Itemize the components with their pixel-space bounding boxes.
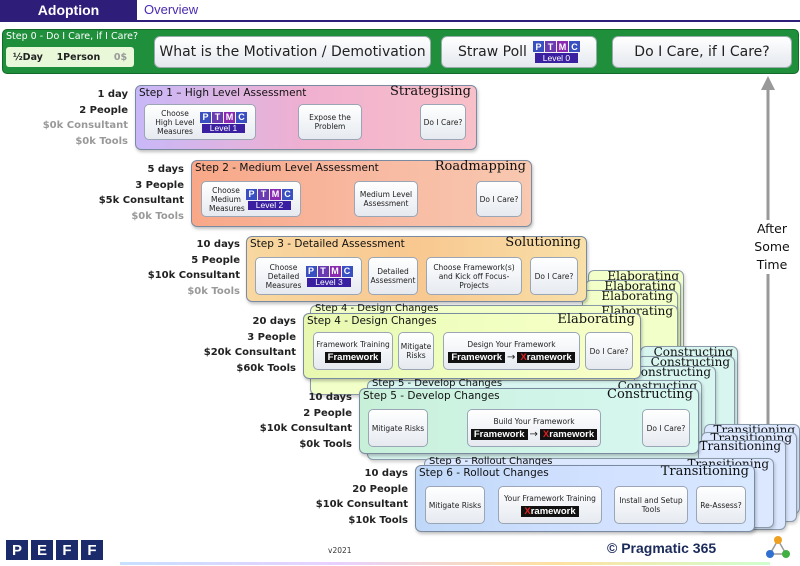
- step3-card: Step 3 - Detailed Assessment Solutioning…: [246, 235, 587, 302]
- step0-title: Step 0 - Do I Care, if I Care?: [6, 31, 139, 42]
- step4-risks-box: Mitigate Risks: [398, 332, 434, 370]
- step6-reassess-box: Re-Assess?: [696, 486, 746, 524]
- do-i-care-box: Do I Care, if I Care?: [612, 36, 792, 68]
- step0-people: 1Person: [56, 51, 101, 63]
- step0-duration: ½Day: [12, 51, 43, 63]
- step1-phase: Strategising: [389, 84, 471, 99]
- step1-expose-box: Expose the Problem: [298, 104, 362, 140]
- step4-training-box: Framework Training Framework: [313, 332, 393, 370]
- step3-detailed-box: Detailed Assessment: [368, 257, 418, 295]
- step2-care-box: Do I Care?: [476, 181, 522, 217]
- motivation-box: What is the Motivation / Demotivation: [154, 36, 431, 68]
- straw-poll-label: Straw Poll: [458, 44, 527, 60]
- step3-framework-box: Choose Framework(s) and Kick off Focus-P…: [426, 257, 522, 295]
- step4-design-box: Design Your Framework Framework→Xramewor…: [443, 332, 580, 370]
- step4-care-box: Do I Care?: [585, 332, 633, 370]
- step6-card: Step 6 - Rollout Changes Transitioning M…: [415, 464, 755, 532]
- step6-title: Step 6 - Rollout Changes: [419, 467, 549, 479]
- subsection-title: Overview: [144, 2, 199, 17]
- step1-care-box: Do I Care?: [420, 104, 466, 140]
- network-logo-icon: [766, 536, 790, 558]
- step6-tools-box: Install and Setup Tools: [614, 486, 688, 524]
- step6-risks-box: Mitigate Risks: [425, 486, 485, 524]
- step5-build-box: Build Your Framework Framework→Xramework: [467, 409, 601, 447]
- step1-card: Step 1 – High Level Assessment Strategis…: [135, 84, 477, 150]
- step5-phase: Constructing: [607, 387, 693, 402]
- step5-title: Step 5 - Develop Changes: [363, 390, 500, 402]
- copyright: © Pragmatic 365: [607, 540, 717, 556]
- step2-phase: Roadmapping: [434, 159, 526, 174]
- step2-assessment-box: Medium Level Assessment: [354, 181, 418, 217]
- step2-card: Step 2 - Medium Level Assessment Roadmap…: [191, 159, 532, 227]
- step3-phase: Solutioning: [505, 235, 581, 250]
- version-label: v2021: [328, 546, 352, 555]
- step4-phase: Elaborating: [557, 312, 635, 327]
- section-title: Adoption: [0, 0, 137, 20]
- step6-phase: Transitioning: [660, 464, 749, 479]
- step4-card: Step 4 - Design Changes Elaborating Fram…: [303, 312, 641, 379]
- step2-title: Step 2 - Medium Level Assessment: [195, 162, 379, 174]
- step3-title: Step 3 - Detailed Assessment: [250, 238, 405, 250]
- step3-care-box: Do I Care?: [530, 257, 578, 295]
- step0-cost: 0$: [113, 51, 128, 63]
- step1-title: Step 1 – High Level Assessment: [139, 87, 307, 99]
- step0-stats: ½Day 1Person 0$: [6, 47, 134, 67]
- step5-care-box: Do I Care?: [642, 409, 690, 447]
- step5-risks-box: Mitigate Risks: [368, 409, 428, 447]
- header-divider: [0, 20, 800, 22]
- step5-card: Step 5 - Develop Changes Constructing Mi…: [359, 387, 699, 454]
- step4-title: Step 4 - Design Changes: [307, 315, 437, 327]
- step6-training-box: Your Framework Training Xramework: [498, 486, 602, 524]
- footer-divider: [120, 562, 770, 565]
